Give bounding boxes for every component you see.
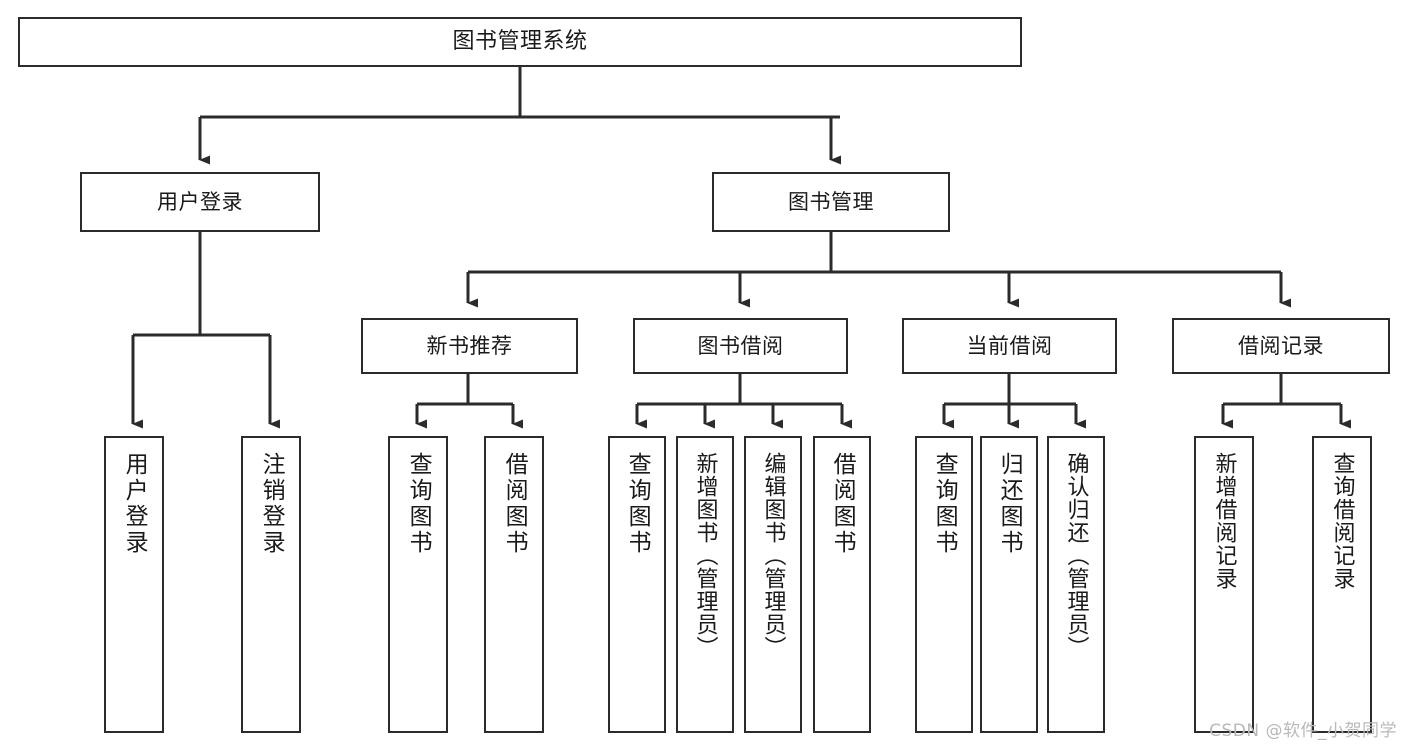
node-leaf-query-book-1[interactable]: 查询图书 bbox=[388, 436, 448, 733]
node-leaf-return-book[interactable]: 归还图书 bbox=[980, 436, 1038, 733]
node-leaf-return-book-label: 归还图书 bbox=[996, 452, 1023, 556]
node-leaf-borrow-book-2[interactable]: 借阅图书 bbox=[813, 436, 871, 733]
node-borrow-record[interactable]: 借阅记录 bbox=[1172, 318, 1390, 374]
node-root-label: 图书管理系统 bbox=[452, 29, 588, 55]
node-leaf-query-book-3-label: 查询图书 bbox=[931, 452, 958, 556]
node-user-login[interactable]: 用户登录 bbox=[80, 172, 320, 232]
node-leaf-query-record-label: 查询借阅记录 bbox=[1329, 452, 1355, 590]
node-leaf-query-book-2-label: 查询图书 bbox=[624, 452, 651, 556]
node-leaf-user-login[interactable]: 用户登录 bbox=[104, 436, 164, 733]
node-leaf-add-record[interactable]: 新增借阅记录 bbox=[1194, 436, 1254, 733]
node-leaf-query-book-3[interactable]: 查询图书 bbox=[915, 436, 973, 733]
node-leaf-add-book-label: 新增图书（管理员） bbox=[692, 452, 718, 659]
node-leaf-borrow-book-2-label: 借阅图书 bbox=[829, 452, 856, 556]
node-leaf-add-record-label: 新增借阅记录 bbox=[1211, 452, 1237, 590]
node-new-book-recommend-label: 新书推荐 bbox=[426, 333, 513, 358]
node-leaf-edit-book[interactable]: 编辑图书（管理员） bbox=[744, 436, 802, 733]
node-root[interactable]: 图书管理系统 bbox=[18, 17, 1022, 67]
node-leaf-confirm-return-label: 确认归还（管理员） bbox=[1063, 452, 1089, 659]
node-leaf-query-book-2[interactable]: 查询图书 bbox=[608, 436, 666, 733]
node-leaf-confirm-return[interactable]: 确认归还（管理员） bbox=[1047, 436, 1105, 733]
node-leaf-borrow-book-1[interactable]: 借阅图书 bbox=[484, 436, 544, 733]
node-current-borrow-label: 当前借阅 bbox=[966, 333, 1053, 358]
node-leaf-query-book-1-label: 查询图书 bbox=[405, 452, 432, 556]
csdn-watermark: CSDN @软件_小贺同学 bbox=[1209, 721, 1397, 741]
node-book-borrow[interactable]: 图书借阅 bbox=[633, 318, 848, 374]
node-leaf-user-login-label: 用户登录 bbox=[121, 452, 148, 556]
node-borrow-record-label: 借阅记录 bbox=[1238, 333, 1324, 358]
node-book-borrow-label: 图书借阅 bbox=[697, 333, 784, 358]
node-leaf-edit-book-label: 编辑图书（管理员） bbox=[760, 452, 786, 659]
node-book-manage[interactable]: 图书管理 bbox=[712, 172, 950, 232]
node-leaf-logout-label: 注销登录 bbox=[258, 452, 285, 556]
node-leaf-query-record[interactable]: 查询借阅记录 bbox=[1312, 436, 1372, 733]
node-book-manage-label: 图书管理 bbox=[788, 189, 874, 214]
node-leaf-logout[interactable]: 注销登录 bbox=[241, 436, 301, 733]
node-leaf-add-book[interactable]: 新增图书（管理员） bbox=[676, 436, 734, 733]
node-user-login-label: 用户登录 bbox=[157, 189, 243, 214]
node-leaf-borrow-book-1-label: 借阅图书 bbox=[501, 452, 528, 556]
node-new-book-recommend[interactable]: 新书推荐 bbox=[361, 318, 578, 374]
node-current-borrow[interactable]: 当前借阅 bbox=[902, 318, 1117, 374]
